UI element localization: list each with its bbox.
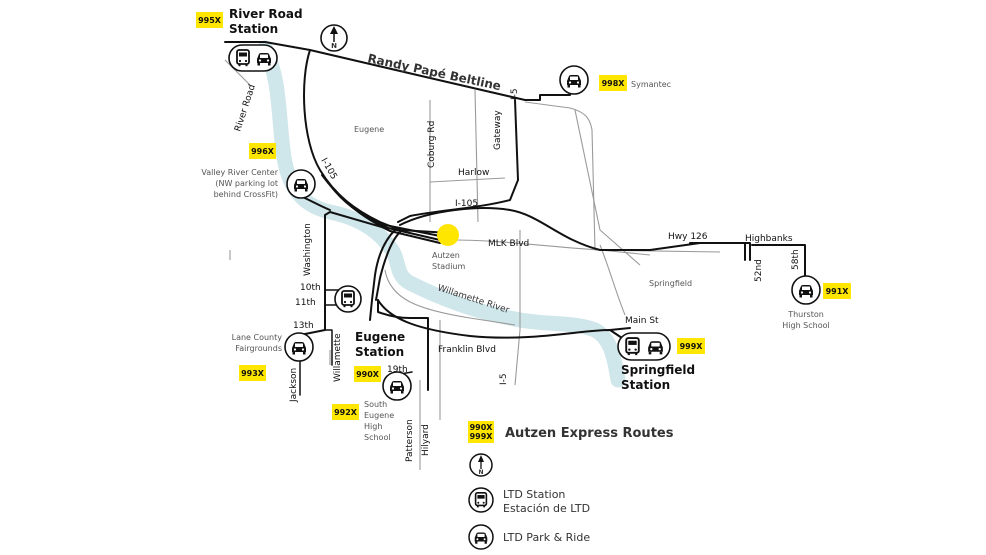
valley-river-line1: Valley River Center — [201, 168, 278, 177]
road-franklin: Franklin Blvd — [438, 345, 496, 355]
road-harlow: Harlow — [458, 168, 489, 178]
springfield-station-line2: Station — [621, 378, 670, 392]
svg-text:999X: 999X — [680, 342, 704, 351]
route-badge-991x: 991X — [823, 283, 851, 299]
park-ride-thurston — [791, 275, 821, 305]
autzen-line2: Stadium — [432, 262, 465, 271]
legend: 990X 999X Autzen Express Routes N LTD St… — [468, 421, 674, 550]
legend-north-arrow: N — [469, 453, 493, 477]
fairgrounds-line2: Fairgrounds — [235, 344, 282, 353]
road-hwy126: Hwy 126 — [668, 232, 708, 242]
eugene-station-line2: Station — [355, 345, 404, 359]
south-eugene-line2: Eugene — [364, 411, 394, 420]
svg-text:999X: 999X — [470, 432, 494, 441]
place-symantec: Symantec — [631, 80, 671, 89]
south-eugene-line3: High — [364, 422, 382, 431]
road-10th: 10th — [300, 283, 321, 293]
south-eugene-line4: School — [364, 433, 391, 442]
road-highbanks: Highbanks — [745, 234, 793, 244]
road-i5-north: I-5 — [510, 88, 520, 100]
road-jackson: Jackson — [289, 368, 299, 403]
road-hilyard: Hilyard — [421, 424, 431, 456]
express-routes — [224, 41, 806, 396]
legend-station-en: LTD Station — [503, 488, 565, 501]
svg-text:998X: 998X — [602, 79, 626, 88]
willamette-river — [257, 40, 626, 388]
valley-river-line2: (NW parking lot — [215, 179, 278, 188]
road-11th: 11th — [295, 298, 316, 308]
thurston-line1: Thurston — [787, 310, 824, 319]
legend-station-symbol — [468, 487, 494, 513]
road-52nd: 52nd — [754, 259, 764, 282]
svg-text:996X: 996X — [251, 147, 275, 156]
svg-text:991X: 991X — [826, 287, 850, 296]
place-eugene: Eugene — [354, 125, 384, 134]
road-main-st: Main St — [625, 316, 659, 326]
road-gateway: Gateway — [493, 110, 503, 150]
svg-text:993X: 993X — [241, 369, 265, 378]
springfield-station-icons — [617, 332, 671, 361]
south-eugene-line1: South — [364, 400, 387, 409]
autzen-stadium-marker — [437, 224, 459, 246]
fairgrounds-line1: Lane County — [232, 333, 283, 342]
springfield-station-line1: Springfield — [621, 363, 695, 377]
route-badge-992x: 992X — [332, 404, 359, 420]
road-i5-south: I-5 — [499, 373, 509, 385]
valley-river-line3: behind CrossFit) — [214, 190, 278, 199]
road-mlk: MLK Blvd — [488, 239, 529, 249]
legend-title: Autzen Express Routes — [505, 426, 674, 441]
road-washington: Washington — [303, 223, 313, 276]
road-58th: 58th — [791, 249, 801, 270]
eugene-station-line1: Eugene — [355, 330, 405, 344]
svg-text:990X: 990X — [356, 370, 380, 379]
route-badge-995x: 995X — [196, 12, 223, 28]
north-label-top: N — [331, 42, 337, 50]
legend-park-ride-symbol — [468, 524, 494, 550]
river-road-station-line2: Station — [229, 22, 278, 36]
road-willamette: Willamette — [333, 333, 343, 382]
svg-text:995X: 995X — [198, 16, 222, 25]
park-ride-symantec — [559, 65, 589, 95]
legend-badge: 990X 999X — [468, 421, 494, 443]
eugene-station-icon — [334, 285, 362, 313]
route-badge-998x: 998X — [599, 75, 627, 91]
route-badge-990x: 990X — [354, 366, 381, 382]
route-badge-993x: 993X — [239, 365, 266, 381]
north-arrow-top: N — [320, 24, 348, 52]
road-patterson: Patterson — [405, 419, 415, 462]
river-road-station-line1: River Road — [229, 7, 303, 21]
road-13th: 13th — [293, 321, 314, 331]
autzen-line1: Autzen — [432, 251, 460, 260]
route-badge-996x: 996X — [249, 143, 276, 159]
local-roads — [224, 59, 721, 470]
road-beltline: Randy Papé Beltline — [366, 51, 502, 93]
place-springfield: Springfield — [649, 279, 692, 288]
svg-text:992X: 992X — [334, 408, 358, 417]
river-road-station-icons — [228, 44, 278, 72]
legend-north-label: N — [478, 469, 483, 476]
park-ride-valley-river — [286, 169, 316, 199]
road-river-road: River Road — [233, 83, 258, 132]
legend-station-es: Estación de LTD — [503, 502, 590, 515]
legend-park-ride: LTD Park & Ride — [503, 531, 590, 544]
thurston-line2: High School — [782, 321, 830, 330]
road-19th: 19th — [387, 365, 408, 375]
svg-text:990X: 990X — [470, 423, 494, 432]
road-i105-north: I-105 — [318, 157, 338, 182]
park-ride-fairgrounds — [284, 332, 314, 362]
road-coburg: Coburg Rd — [427, 121, 437, 168]
route-badge-999x: 999X — [677, 338, 705, 354]
park-ride-south-eugene — [382, 371, 412, 401]
road-i105-east: I-105 — [455, 199, 478, 209]
